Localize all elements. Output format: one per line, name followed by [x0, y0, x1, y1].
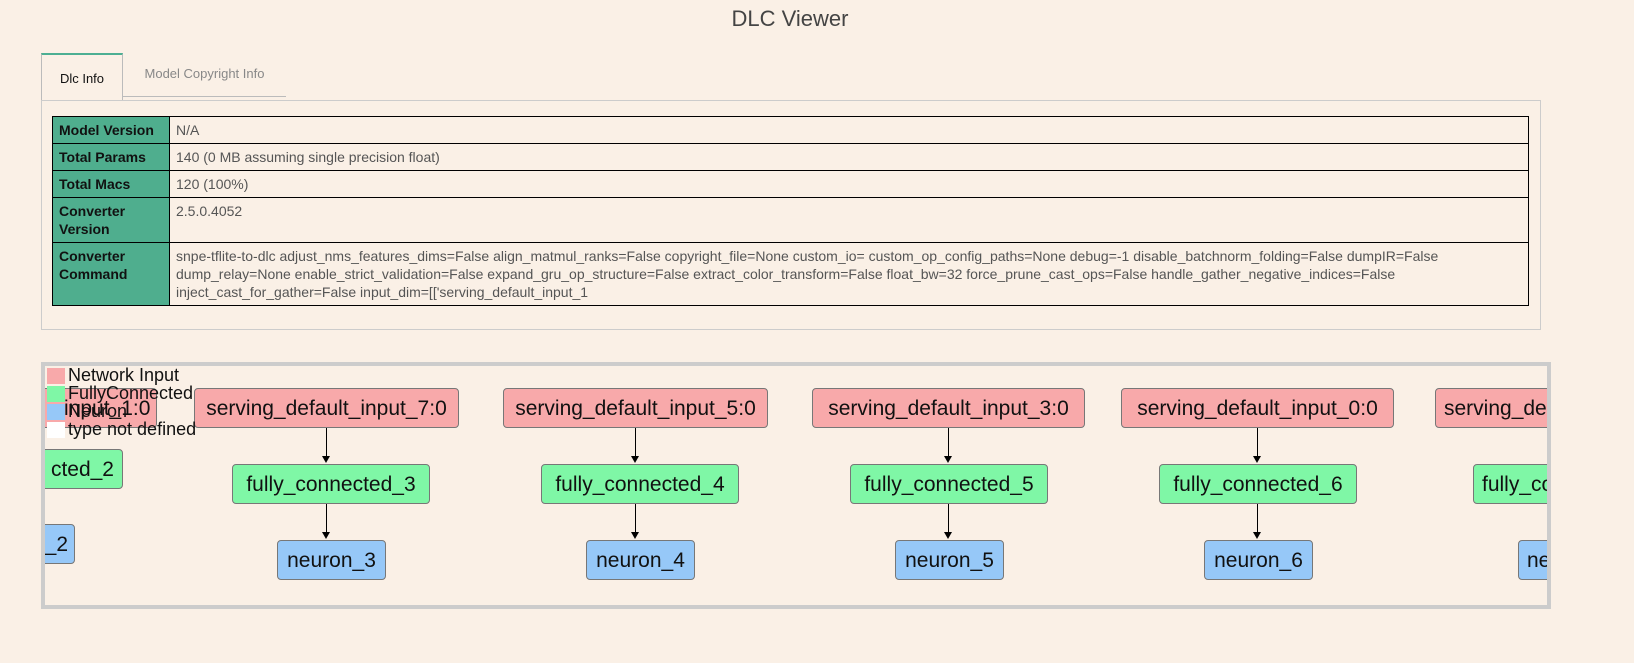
legend-label: Neuron [68, 401, 128, 421]
graph-node-fully-connected[interactable]: fully_connected_6 [1159, 464, 1357, 504]
tab-dlc-info[interactable]: Dlc Info [41, 53, 123, 100]
graph-node-fully-connected[interactable]: fully_connected_3 [232, 464, 430, 504]
legend-swatch [47, 386, 65, 402]
legend-label: type not defined [68, 419, 197, 439]
converter-version-label: Converter Version [52, 197, 170, 243]
tab-bar: Dlc Info Model Copyright Info [41, 53, 286, 100]
model-version-label: Model Version [52, 116, 170, 144]
legend-label: Network Input [68, 365, 180, 385]
total-macs-label: Total Macs [52, 170, 170, 198]
converter-command-value: snpe-tflite-to-dlc adjust_nms_features_d… [169, 242, 1529, 306]
table-row: Converter Version 2.5.0.4052 [52, 197, 1529, 243]
table-row: Total Params 140 (0 MB assuming single p… [52, 143, 1529, 171]
graph-node-neuron[interactable]: neuron_6 [1204, 540, 1313, 580]
graph-node-input[interactable]: serving_default_input_7:0 [194, 388, 459, 428]
page-title: DLC Viewer [731, 6, 849, 31]
graph-node-fully-connected[interactable]: fully_connected_4 [541, 464, 739, 504]
dlc-info-panel: Model Version N/A Total Params 140 (0 MB… [41, 100, 1541, 330]
graph-node-neuron[interactable]: ne [1518, 540, 1547, 580]
graph-node-fully-connected[interactable]: fully_connected_5 [850, 464, 1048, 504]
graph-node-fully-connected[interactable]: cted_2 [45, 449, 123, 489]
graph-node-neuron[interactable]: neuron_5 [895, 540, 1004, 580]
graph-node-fully-connected[interactable]: fully_co [1473, 464, 1547, 504]
total-macs-value: 120 (100%) [169, 170, 1529, 198]
legend-swatch [47, 404, 65, 420]
graph-node-input[interactable]: serving_default_input_3:0 [812, 388, 1085, 428]
converter-version-value: 2.5.0.4052 [169, 197, 1529, 243]
legend-swatch [47, 422, 65, 438]
graph-node-neuron[interactable]: _2 [45, 524, 75, 564]
legend-swatch [47, 368, 65, 384]
graph-node-neuron[interactable]: neuron_3 [277, 540, 386, 580]
table-row: Converter Command snpe-tflite-to-dlc adj… [52, 242, 1529, 306]
graph-node-input[interactable]: serving_default_input_5:0 [503, 388, 768, 428]
total-params-label: Total Params [52, 143, 170, 171]
converter-command-label: Converter Command [52, 242, 170, 306]
network-graph[interactable]: Network Input FullyConnected Neuron type… [41, 362, 1551, 609]
model-version-value: N/A [169, 116, 1529, 144]
table-row: Total Macs 120 (100%) [52, 170, 1529, 198]
graph-node-input[interactable]: serving_de [1435, 388, 1547, 428]
tab-model-copyright-info[interactable]: Model Copyright Info [123, 53, 286, 97]
graph-node-neuron[interactable]: neuron_4 [586, 540, 695, 580]
dlc-info-table: Model Version N/A Total Params 140 (0 MB… [52, 116, 1529, 306]
total-params-value: 140 (0 MB assuming single precision floa… [169, 143, 1529, 171]
graph-node-input[interactable]: serving_default_input_0:0 [1121, 388, 1394, 428]
table-row: Model Version N/A [52, 116, 1529, 144]
legend-label: FullyConnected [68, 383, 194, 403]
